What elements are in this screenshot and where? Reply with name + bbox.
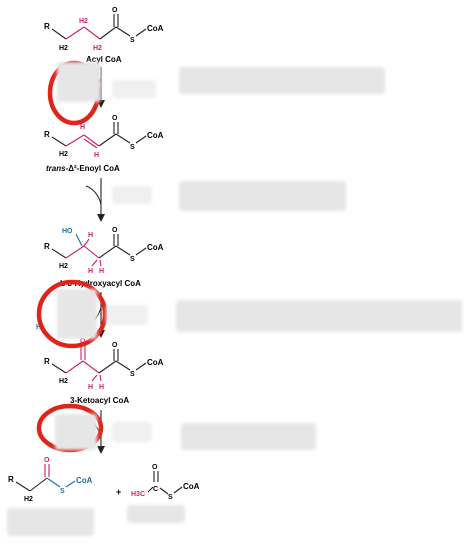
redacted-cofactor-2 <box>112 186 152 204</box>
atom-coa: CoA <box>76 476 93 485</box>
label-acyl-coa: Acyl CoA <box>86 55 122 64</box>
plus-sign: + <box>116 487 121 497</box>
atom-s: S <box>130 144 135 151</box>
atom-h: H <box>80 124 85 131</box>
atom-s: S <box>130 371 135 378</box>
arrowhead-4 <box>97 446 105 454</box>
atom-r: R <box>44 357 50 366</box>
arrowhead-2 <box>97 214 105 222</box>
atom-r: R <box>44 242 50 251</box>
label-ketoacyl-coa: 3-Ketoacyl CoA <box>70 396 129 405</box>
atom-coa: CoA <box>147 24 164 33</box>
atom-coa: CoA <box>147 358 164 367</box>
atom-h: H <box>88 268 93 275</box>
atom-s: S <box>130 256 135 263</box>
acetyl-coa-structure: H3C C O S CoA <box>131 464 200 501</box>
label-enoyl-prefix: trans- <box>46 164 69 173</box>
redacted-product-1 <box>7 508 94 536</box>
atom-coa: CoA <box>183 482 200 491</box>
atom-r: R <box>8 475 14 484</box>
atom-h: H <box>88 232 93 239</box>
atom-r: R <box>44 22 50 31</box>
atom-h: H <box>99 268 104 275</box>
atom-o: O <box>80 338 86 345</box>
atom-coa: CoA <box>147 131 164 140</box>
label-enoyl-main: Δ²-Enoyl CoA <box>68 164 120 173</box>
redacted-cofactor-3 <box>57 289 97 339</box>
atom-h: H <box>99 384 104 391</box>
atom-o: O <box>112 342 118 349</box>
annotation-circle-2 <box>36 279 108 349</box>
side-arrow-2 <box>85 185 102 205</box>
redacted-product-2 <box>127 505 185 523</box>
redacted-enzyme-4 <box>181 423 316 450</box>
atom-h: H <box>88 384 93 391</box>
atom-coa: CoA <box>147 243 164 252</box>
enoyl-coa-structure: R H2 H H O S CoA <box>44 115 164 159</box>
redacted-cofactor-4 <box>55 414 97 450</box>
atom-o: O <box>44 457 50 464</box>
atom-c: C <box>153 486 158 493</box>
atom-h2-beta: H2 <box>93 45 102 52</box>
redacted-enzyme-2 <box>179 181 346 211</box>
redacted-cofactor-4b <box>112 422 152 442</box>
label-enoyl-coa: trans-Δ²-Enoyl CoA <box>46 164 120 173</box>
atom-ho: HO <box>62 228 73 235</box>
atom-s: S <box>60 488 65 495</box>
annotation-circle-3 <box>36 403 104 453</box>
atom-h: H <box>94 152 99 159</box>
atom-s: S <box>168 494 173 501</box>
redacted-enzyme-3 <box>176 300 462 332</box>
atom-h2: H2 <box>59 263 68 270</box>
atom-o: O <box>112 115 118 122</box>
atom-h-cofactor: H <box>36 324 41 331</box>
atom-h2: H2 <box>59 151 68 158</box>
atom-r: R <box>44 130 50 139</box>
atom-h2: H2 <box>59 45 68 52</box>
shortened-acyl-coa-structure: O R H2 S CoA <box>8 457 93 503</box>
atom-o: O <box>152 464 158 471</box>
acyl-coa-structure: R H2 H2 H2 O S CoA <box>44 7 164 52</box>
atom-o: O <box>112 227 118 234</box>
atom-h2: H2 <box>24 496 33 503</box>
redacted-enzyme-1 <box>179 67 385 94</box>
atom-h2-alpha: H2 <box>79 18 88 25</box>
atom-h3c: H3C <box>131 491 145 498</box>
redacted-cofactor-1 <box>57 62 101 102</box>
hydroxyacyl-coa-structure: HO H R H2 H H O S CoA <box>44 227 164 275</box>
redacted-cofactor-1b <box>112 80 156 98</box>
atom-h2: H2 <box>59 378 68 385</box>
atom-o: O <box>112 7 118 14</box>
redacted-cofactor-3b <box>106 305 148 325</box>
atom-s: S <box>130 37 135 44</box>
ketoacyl-coa-structure: O R H2 H H O S CoA <box>44 338 164 391</box>
label-hydroxyacyl-coa: L-3-Hydroxyacyl CoA <box>60 279 141 288</box>
